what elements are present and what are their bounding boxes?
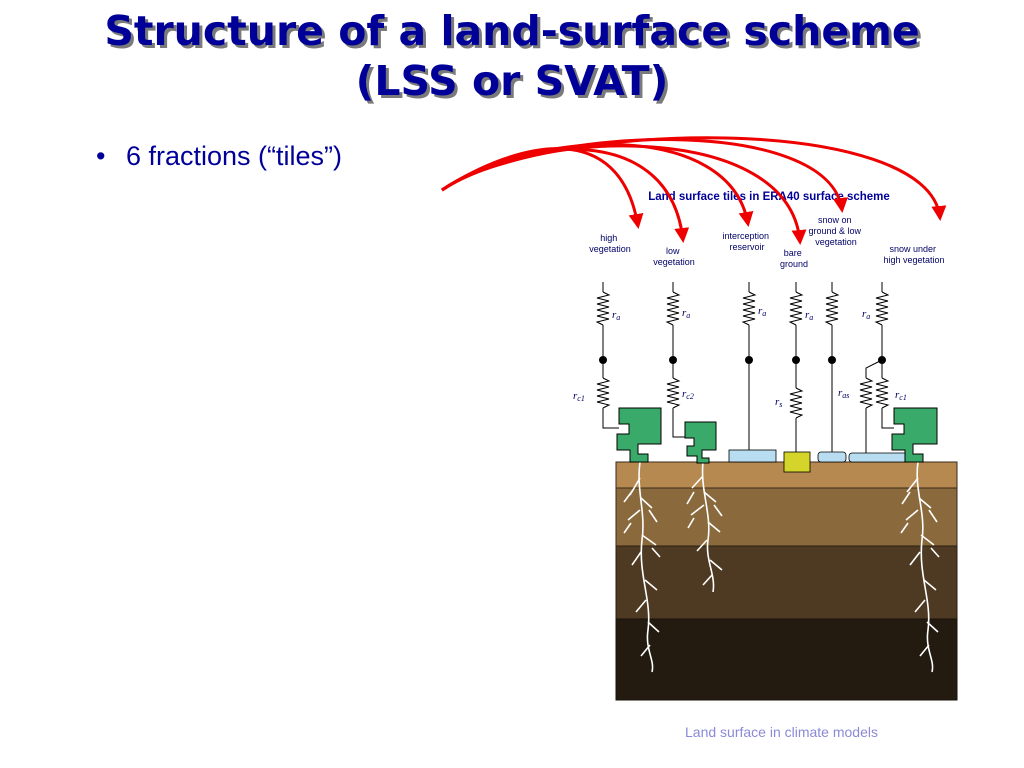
high-vegetation-canopy <box>616 407 662 463</box>
root-snow-under-high-vegetation <box>900 461 940 673</box>
tile-labels: high vegetation low vegetation intercept… <box>589 215 944 269</box>
soil-layer-2 <box>615 545 958 620</box>
snow-on-ground-layer <box>817 451 847 463</box>
slide-title: Structure of a land-surface scheme (LSS … <box>0 6 1024 106</box>
root-low-vegetation <box>686 461 723 593</box>
slide-footer: Land surface in climate models <box>685 724 878 740</box>
label-ra: ra <box>805 309 813 322</box>
title-line-2: (LSS or SVAT) <box>355 57 669 105</box>
node <box>792 356 800 364</box>
tile-arrows <box>441 136 947 245</box>
resistor-ra <box>665 291 681 326</box>
bullet-item: • 6 fractions (“tiles”) <box>96 138 342 174</box>
arrow-to-snow-under-high-vegetation <box>441 136 947 221</box>
roots <box>623 461 940 673</box>
tile-label-bare-ground: bare ground <box>780 248 808 269</box>
snow-under-vegetation-layer <box>848 452 910 463</box>
node <box>669 356 677 364</box>
tile-label-interception-reservoir: interception reservoir <box>722 231 771 252</box>
node <box>599 356 607 364</box>
label-rc1: rc1 <box>573 390 585 403</box>
bullet-dot: • <box>96 141 106 171</box>
resistor-rc1 <box>875 377 890 409</box>
snow-high-vegetation-canopy <box>891 407 938 463</box>
node <box>828 356 836 364</box>
circuit-interception-reservoir <box>741 282 757 450</box>
surface-objects <box>616 407 938 473</box>
resistance-network <box>595 282 894 453</box>
node <box>745 356 753 364</box>
label-ra: ra <box>682 307 690 320</box>
tile-label-snow-under-high-vegetation: snow under high vegetation <box>883 244 944 265</box>
arrow-to-high-vegetation <box>441 147 644 229</box>
title-line-1: Structure of a land-surface scheme <box>104 7 920 55</box>
tile-label-high-vegetation: high vegetation <box>589 233 631 254</box>
resistor-ras <box>859 377 874 409</box>
circuit-snow-on-ground <box>824 282 840 452</box>
label-ras: ras <box>838 387 849 400</box>
resistor-ra <box>788 291 804 326</box>
tile-label-low-vegetation: low vegetation <box>653 246 695 267</box>
label-rs: rs <box>775 396 782 409</box>
resistor-rs <box>789 387 804 419</box>
resistor-rc2 <box>666 377 681 409</box>
label-ra: ra <box>612 309 620 322</box>
diagram-title: Land surface tiles in ERA40 surface sche… <box>648 191 890 203</box>
soil-layer-1 <box>615 487 958 547</box>
resistor-ra <box>824 291 840 326</box>
resistor-ra <box>741 291 757 326</box>
tile-label-snow-on-ground: snow on ground & low vegetation <box>808 215 863 247</box>
label-ra: ra <box>862 308 870 321</box>
bullet-list: • 6 fractions (“tiles”) <box>96 138 342 174</box>
circuit-low-vegetation <box>665 282 685 438</box>
resistance-labels: ra rc1 ra rc2 ra ra rs ras ra rc1 <box>573 305 907 409</box>
circuit-high-vegetation <box>595 282 619 429</box>
label-ra: ra <box>758 305 766 318</box>
interception-reservoir-layer <box>728 449 777 463</box>
label-rc1: rc1 <box>895 389 907 402</box>
circuit-bare-ground <box>788 282 804 452</box>
root-high-vegetation <box>623 461 661 673</box>
low-vegetation-canopy <box>684 421 717 464</box>
bare-soil-block <box>783 451 811 473</box>
label-rc2: rc2 <box>682 388 694 401</box>
circuit-snow-under-high-vegetation <box>859 282 894 453</box>
bullet-text: 6 fractions (“tiles”) <box>126 141 343 171</box>
soil-column <box>615 461 958 701</box>
resistor-ra <box>874 291 890 326</box>
resistor-rc1 <box>596 377 611 409</box>
resistor-ra <box>595 291 611 326</box>
arrow-to-low-vegetation <box>441 147 690 243</box>
soil-layer-3 <box>615 618 958 701</box>
node <box>878 356 886 364</box>
